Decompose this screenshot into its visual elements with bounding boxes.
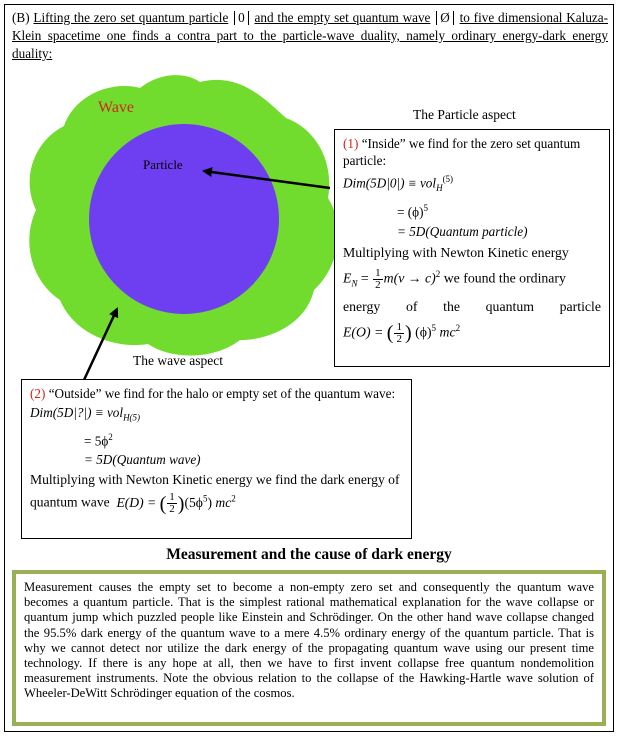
wave-label: Wave	[98, 99, 135, 116]
particle-eq1-text: Dim(5D|0|) ≡ vol	[343, 175, 437, 191]
eo-tail: mc	[439, 324, 456, 340]
kinetic-rhs: m(v → c)	[383, 271, 436, 287]
half-num: 1	[373, 267, 383, 281]
ed-lhs: E(D) =	[116, 494, 157, 510]
item-number-2: (2)	[30, 386, 46, 401]
ed-paren-open: (	[159, 492, 167, 515]
eo-tail-sup: 2	[455, 322, 461, 333]
kinetic-e: E	[343, 271, 352, 287]
kinetic-sup: 2	[435, 269, 441, 280]
section-label: (B)	[12, 10, 30, 25]
item-number-1: (1)	[343, 136, 359, 151]
ed-half-num: 1	[167, 490, 177, 504]
ed-mid-close: )	[207, 494, 212, 510]
section-heading: Measurement and the cause of dark energy	[166, 546, 452, 563]
wave-intro: (2) “Outside” we find for the halo or em…	[30, 385, 403, 402]
ed-tail-sup: 2	[231, 493, 236, 504]
zero-set-symbol: 0	[234, 11, 249, 25]
arrow-to-particle	[202, 167, 331, 190]
kinetic-text: we found the ordinary	[443, 271, 566, 287]
particle-eq1-sup: (5)	[442, 174, 454, 184]
eo-half-num: 1	[394, 320, 404, 334]
particle-eq1-sub: H	[436, 183, 443, 194]
particle-eq2-text: = (ϕ)	[397, 204, 424, 220]
intro-text-rest: to five dimensional Kaluza-Klein spaceti…	[12, 10, 609, 61]
wave-eq1-text: Dim(5D|?|) ≡ vol	[30, 405, 124, 420]
empty-set-symbol: Ø	[436, 11, 454, 25]
wave-eq-line-3: = 5D(Quantum wave)	[84, 452, 201, 468]
intro-text-start: Lifting the zero set quantum particle	[33, 10, 229, 25]
explanation-box: Measurement causes the empty set to beco…	[12, 570, 606, 726]
dark-energy-text: Multiplying with Newton Kinetic energy w…	[30, 471, 403, 515]
ed-mid: (5ϕ	[184, 494, 203, 510]
particle-intro: (1) “Inside” we find for the zero set qu…	[343, 135, 601, 169]
paren-close: )	[404, 321, 412, 344]
wave-eq2-text: = 5ϕ	[84, 433, 109, 449]
wave-eq1-sub: H(5)	[123, 412, 141, 423]
intro-paragraph: (B) Lifting the zero set quantum particl…	[12, 9, 608, 63]
kinetic-equals: =	[360, 271, 369, 287]
eo-rhs: (ϕ)	[415, 324, 432, 340]
wave-eq-line-1: Dim(5D|?|) ≡ volH(5)	[30, 404, 403, 427]
particle-multiplying-text: Multiplying with Newton Kinetic energy	[343, 245, 569, 261]
particle-intro-text: “Inside” we find for the zero set quantu…	[343, 136, 581, 168]
particle-circle	[89, 124, 279, 314]
intro-text-mid: and the empty set quantum wave	[254, 10, 431, 25]
particle-aspect-label: The Particle aspect	[413, 107, 516, 122]
ed-tail: mc	[215, 494, 232, 510]
eo-lhs: E(O) =	[343, 324, 384, 340]
eo-sup: 5	[431, 322, 437, 333]
dark-energy-words: Multiplying with Newton Kinetic energy w…	[30, 472, 400, 510]
wave-eq2-sup: 2	[108, 431, 113, 442]
ed-half-den: 2	[169, 502, 175, 515]
particle-eq-line-1: Dim(5D|0|) ≡ volH(5)	[343, 171, 601, 197]
ordinary-energy-text: energy of the quantum particle	[343, 298, 601, 314]
particle-eq-line-2: = (ϕ)5	[343, 200, 601, 220]
wave-eq-line-2: = 5ϕ2	[30, 429, 403, 449]
ed-paren-close: )	[177, 492, 185, 515]
particle-label: Particle	[143, 157, 183, 172]
wave-aspect-label: The wave aspect	[133, 353, 223, 368]
page-frame	[4, 4, 614, 732]
kinetic-sub: N	[351, 278, 358, 289]
paren-open: (	[386, 321, 394, 344]
explanation-text: Measurement causes the empty set to beco…	[24, 580, 594, 701]
particle-eq-line-3: = 5D(Quantum particle)	[397, 224, 528, 240]
wave-aspect-box: (2) “Outside” we find for the halo or em…	[21, 379, 412, 539]
particle-aspect-box: (1) “Inside” we find for the zero set qu…	[334, 129, 610, 367]
half-den: 2	[375, 279, 381, 292]
wave-intro-text: “Outside” we find for the halo or empty …	[48, 386, 396, 401]
particle-eq2-sup: 5	[423, 203, 428, 214]
eo-half-den: 2	[396, 332, 402, 345]
ed-mid-sup: 5	[202, 493, 208, 504]
